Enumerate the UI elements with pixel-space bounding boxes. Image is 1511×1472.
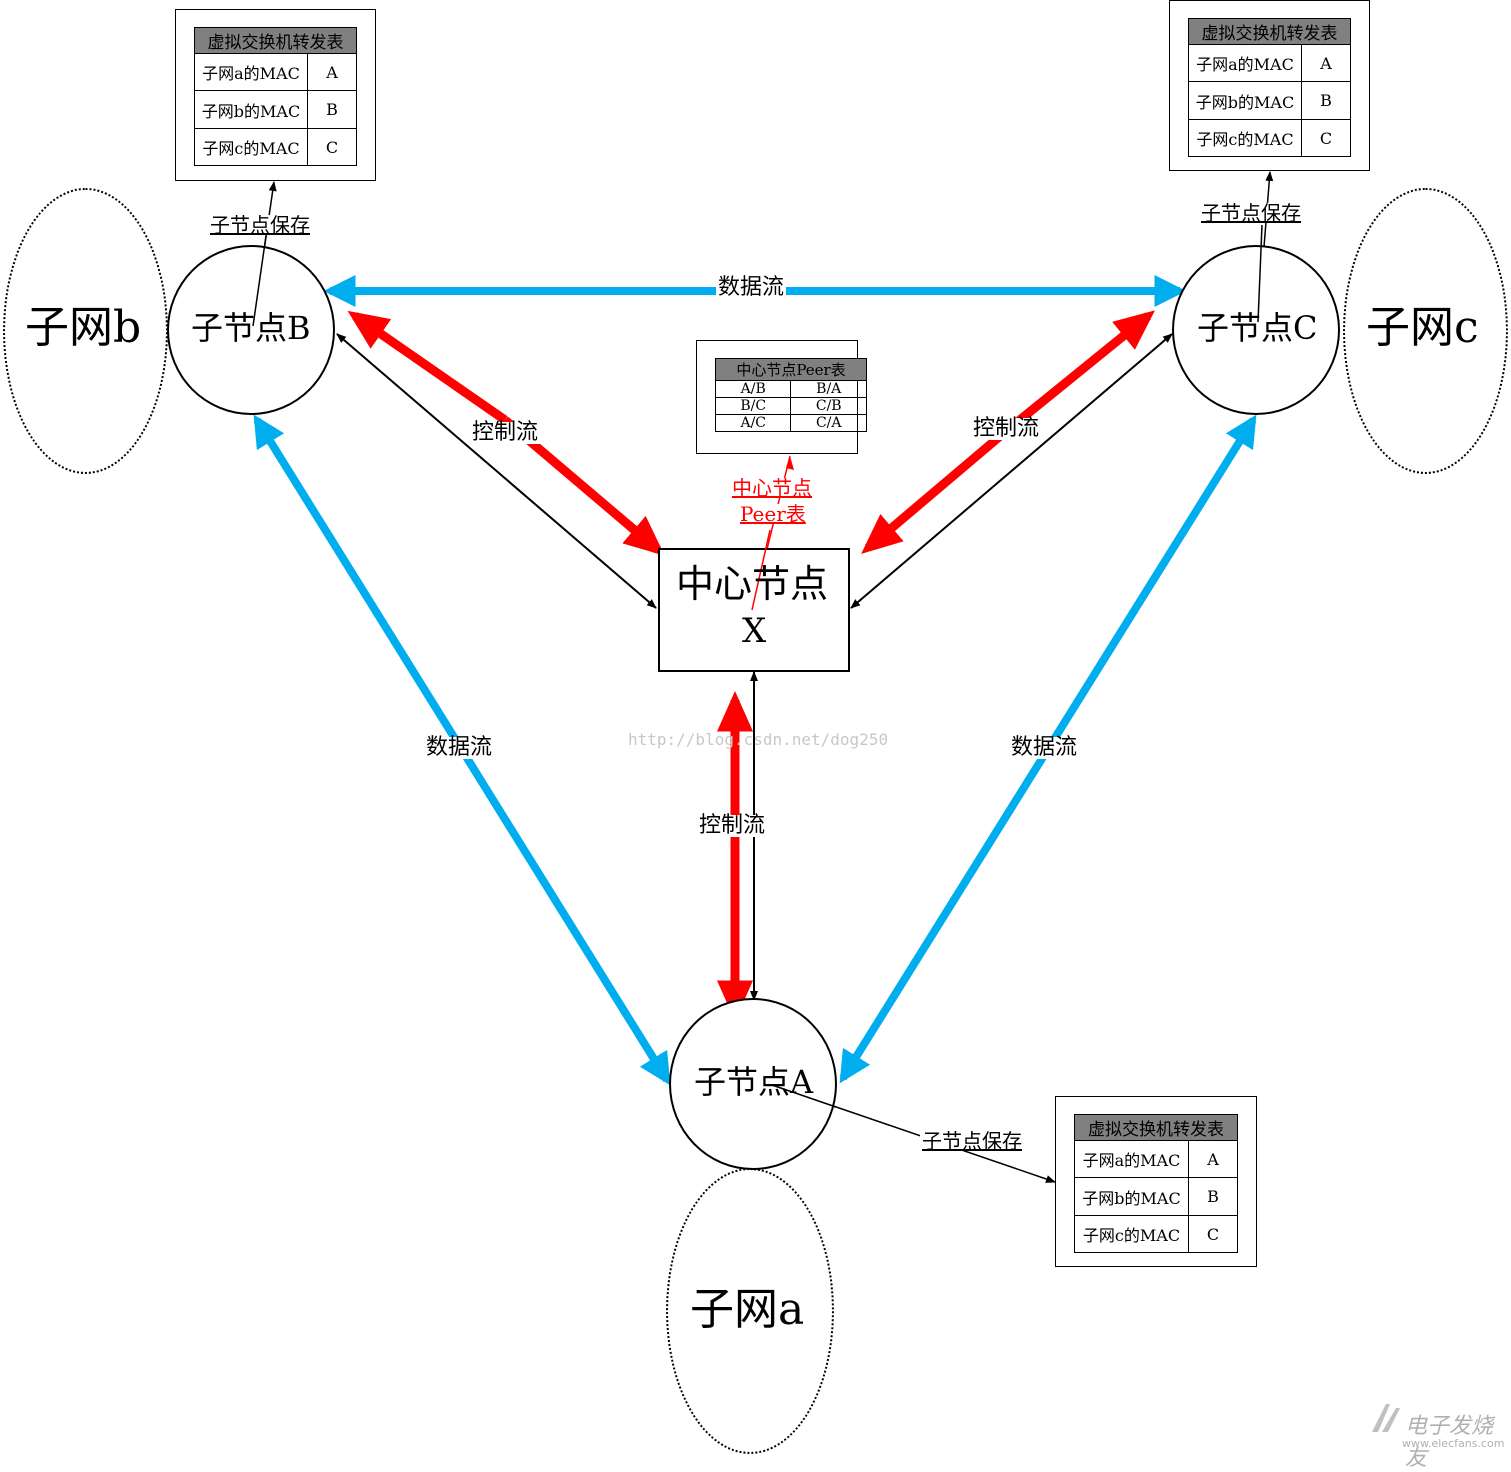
- table-cell: C: [1301, 119, 1351, 157]
- table-cell: C: [307, 128, 357, 166]
- subnet-c-label: 子网c: [1366, 302, 1479, 353]
- node-a-label: 子节点A: [694, 1063, 814, 1101]
- node-b-label: 子节点B: [191, 309, 311, 347]
- center-node-id: X: [742, 611, 767, 651]
- node-b-circle: [167, 245, 335, 415]
- table-cell: C/A: [790, 414, 867, 432]
- table-cell: B/A: [790, 380, 867, 398]
- table-cell: 子网b的MAC: [1188, 81, 1302, 120]
- subnet-a-label: 子网a: [690, 1284, 805, 1335]
- peer-pointer-head: [786, 456, 794, 470]
- node-c-circle: [1172, 245, 1340, 415]
- control-flow-label-right: 控制流: [971, 416, 1042, 441]
- save-label-b: 子节点保存: [208, 213, 312, 237]
- save-label-c: 子节点保存: [1199, 201, 1303, 225]
- data-flow-label-left: 数据流: [424, 735, 495, 760]
- save-pointer-a-overlay: [771, 1084, 837, 1108]
- watermark-url: http://blog.csdn.net/dog250: [628, 730, 889, 749]
- table-cell: 子网c的MAC: [1188, 119, 1302, 157]
- table-cell: B: [1188, 1177, 1238, 1216]
- table-cell: 子网a的MAC: [1188, 44, 1302, 82]
- table-cell: C/B: [790, 397, 867, 415]
- forwarding-table-title: 虚拟交换机转发表: [1188, 18, 1351, 45]
- data-flow-label-right: 数据流: [1009, 735, 1080, 760]
- table-cell: A: [1188, 1140, 1238, 1178]
- forwarding-table-title: 虚拟交换机转发表: [1074, 1114, 1238, 1141]
- table-cell: 子网c的MAC: [194, 128, 308, 166]
- save-pointer-c-overlay: [1257, 224, 1263, 323]
- site-logo-icon: [1368, 1400, 1404, 1436]
- data-flow-label-top: 数据流: [716, 275, 787, 300]
- forwarding-table-title: 虚拟交换机转发表: [194, 27, 357, 54]
- subnet-b-label: 子网b: [25, 302, 142, 353]
- save-label-a: 子节点保存: [920, 1129, 1024, 1153]
- save-pointer-b-overlay: [252, 235, 267, 327]
- table-cell: 子网a的MAC: [194, 53, 308, 91]
- node-a-circle: [669, 998, 837, 1170]
- table-cell: A: [307, 53, 357, 91]
- subnet-c-ellipse: [1343, 188, 1508, 474]
- table-cell: B: [307, 90, 357, 129]
- table-cell: A/C: [714, 414, 792, 432]
- table-cell: B/C: [714, 397, 792, 415]
- peer-pointer-overlay: [751, 529, 771, 611]
- table-cell: 子网a的MAC: [1074, 1140, 1189, 1178]
- table-cell: 子网c的MAC: [1074, 1215, 1189, 1253]
- center-node-box: [658, 548, 850, 672]
- center-peer-label-line2: Peer表: [740, 502, 806, 526]
- control-line-c-x: [850, 333, 1173, 609]
- center-peer-label-line1: 中心节点: [732, 476, 812, 500]
- table-cell: A: [1301, 44, 1351, 82]
- node-c-label: 子节点C: [1197, 309, 1318, 347]
- control-flow-label-left: 控制流: [470, 420, 541, 445]
- table-cell: B: [1301, 81, 1351, 120]
- table-cell: 子网b的MAC: [1074, 1177, 1189, 1216]
- control-flow-label-bottom: 控制流: [697, 813, 768, 838]
- center-node-title: 中心节点: [676, 562, 829, 606]
- peer-table-title: 中心节点Peer表: [715, 358, 867, 381]
- table-cell: C: [1188, 1215, 1238, 1253]
- site-logo-url: www.elecfans.com: [1402, 1437, 1505, 1450]
- logo-mark: [1372, 1404, 1400, 1432]
- control-line-b-x: [336, 333, 657, 609]
- table-cell: 子网b的MAC: [194, 90, 308, 129]
- table-cell: A/B: [714, 380, 792, 398]
